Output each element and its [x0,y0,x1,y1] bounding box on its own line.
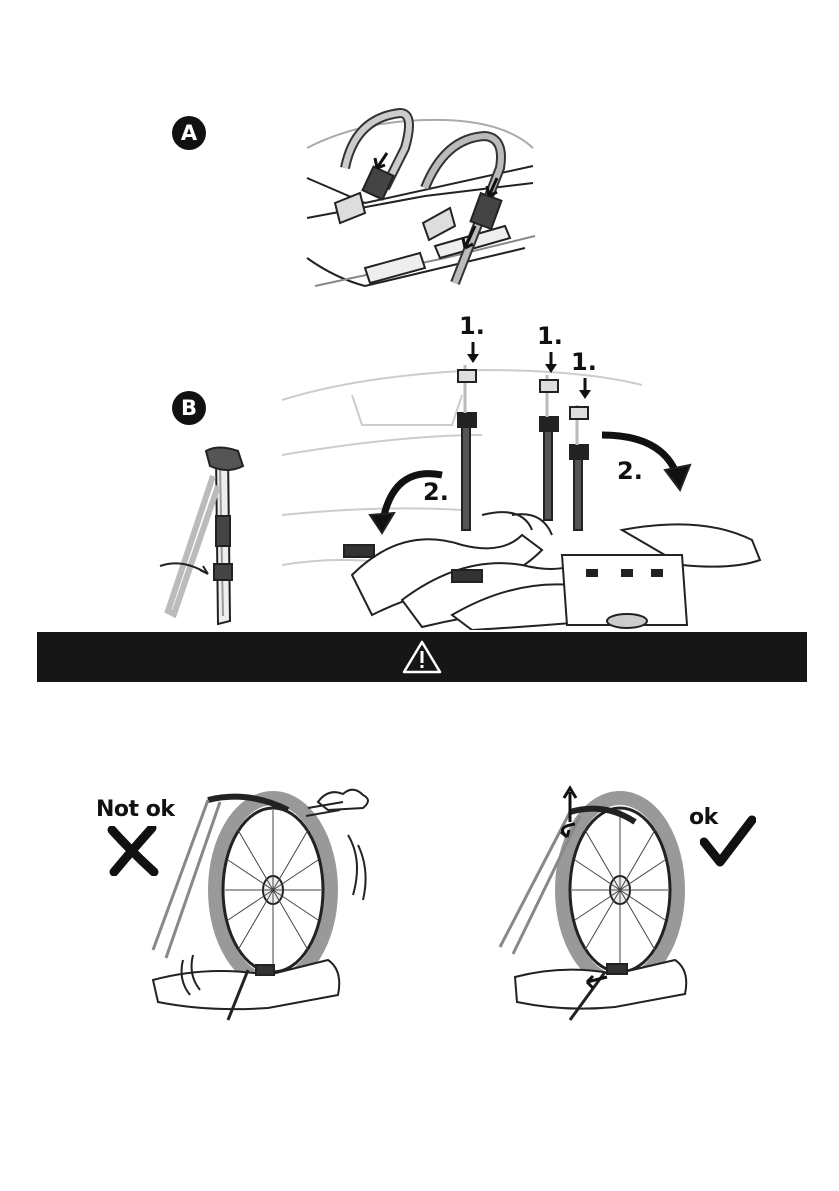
section-a-badge: A [172,116,206,150]
section-b-label: B [181,396,197,420]
wheel-holder-arm-illustration [158,446,248,626]
check-mark-icon [700,812,756,868]
down-arrow-icon [578,378,592,400]
step-2-label-left: 2. [423,478,449,506]
strap-illustration [305,108,537,306]
step-1-label-b: 1. [537,322,563,350]
step-1-label-c: 1. [571,348,597,376]
down-arrow-icon [544,352,558,374]
correct-strap-wheel-illustration [495,782,690,1022]
section-b-badge: B [172,391,206,425]
section-a-label: A [181,121,197,145]
warning-banner [37,632,807,682]
incorrect-strap-wheel-illustration [148,780,378,1022]
step-2-label-right: 2. [617,457,643,485]
bike-carrier-folding-illustration [282,365,769,630]
warning-triangle-icon [402,640,442,674]
step-1-label-a: 1. [459,312,485,340]
down-arrow-icon [466,342,480,364]
